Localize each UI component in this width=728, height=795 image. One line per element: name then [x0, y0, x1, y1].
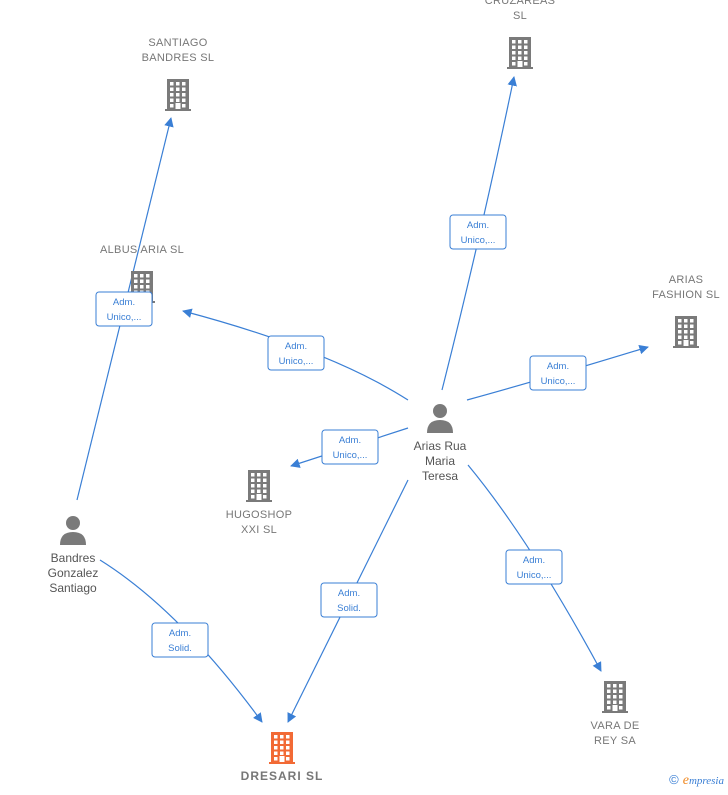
edge-label-text: Adm. [113, 297, 135, 308]
edge-label-text: Adm. [523, 555, 545, 566]
node-hugoshop[interactable]: HUGOSHOP XXI SL [226, 470, 293, 536]
node-label: HUGOSHOP [226, 509, 293, 521]
node-label: ARIAS [669, 274, 704, 286]
node-label: XXI SL [241, 524, 277, 536]
node-label: Gonzalez [48, 566, 99, 580]
edge-label-box [267, 335, 325, 371]
edge-label-box [151, 622, 209, 658]
edge-label-text: Unico,... [107, 312, 142, 323]
node-label: VARA DE [591, 720, 640, 732]
building-icon [246, 470, 272, 502]
edge-label-text: Solid. [168, 643, 192, 654]
building-icon [269, 732, 295, 764]
edge-label-text: Adm. [285, 341, 307, 352]
building-icon [507, 37, 533, 69]
node-santiago_bandres[interactable]: SANTIAGO BANDRES SL [142, 37, 215, 111]
building-icon [673, 316, 699, 348]
node-label: FASHION SL [652, 289, 720, 301]
node-label: ALBUS ARIA SL [100, 244, 184, 256]
node-label: CRUZAREAS [485, 0, 556, 7]
edge-label-box [505, 549, 563, 585]
node-label: Bandres [51, 551, 96, 565]
edge-label-arias_rua-to-hugoshop[interactable]: Adm. Unico,... [321, 429, 379, 465]
edge-label-text: Adm. [339, 435, 361, 446]
edge-label-arias_rua-to-dresari[interactable]: Adm. Solid. [320, 582, 378, 618]
brand-name: mpresia [688, 775, 724, 787]
edge-label-box [320, 582, 378, 618]
node-label: SANTIAGO [148, 37, 207, 49]
node-label: Maria [425, 454, 455, 468]
nodes-layer: SANTIAGO BANDRES SL CRUZAREAS SL ALBUS ARIA … [48, 0, 720, 783]
edge-label-text: Adm. [467, 220, 489, 231]
node-vara_de_rey[interactable]: VARA DE REY SA [591, 681, 640, 747]
edge-label-box [449, 214, 507, 250]
edge-label-box [529, 355, 587, 391]
person-icon [427, 404, 453, 433]
edge-labels-layer: Adm.Unico,...Adm.Solid.Adm.Unico,...Adm.… [95, 214, 587, 658]
edge-label-box [95, 291, 153, 327]
edge-label-text: Unico,... [541, 376, 576, 387]
building-icon [602, 681, 628, 713]
edge-label-bandres_gonzalez-to-dresari[interactable]: Adm. Solid. [151, 622, 209, 658]
node-label: BANDRES SL [142, 52, 215, 64]
edge-label-text: Unico,... [279, 356, 314, 367]
brand-initial: e [682, 773, 689, 788]
edge-label-text: Adm. [338, 588, 360, 599]
edge-label-text: Unico,... [461, 235, 496, 246]
edge-label-arias_rua-to-albus_aria[interactable]: Adm. Unico,... [267, 335, 325, 371]
edge-label-text: Unico,... [517, 570, 552, 581]
edge-label-arias_rua-to-vara_de_rey[interactable]: Adm. Unico,... [505, 549, 563, 585]
node-label: Arias Rua [414, 439, 467, 453]
edge-label-arias_rua-to-cruzareas[interactable]: Adm. Unico,... [449, 214, 507, 250]
edge-label-text: Solid. [337, 603, 361, 614]
node-dresari[interactable]: DRESARI SL [241, 732, 324, 783]
person-icon [60, 516, 86, 545]
building-icon [165, 79, 191, 111]
brand-footer[interactable]: ©empresia [669, 772, 724, 789]
node-label: Santiago [49, 581, 97, 595]
node-cruzareas[interactable]: CRUZAREAS SL [485, 0, 556, 69]
edge-label-text: Adm. [169, 628, 191, 639]
node-arias_fashion[interactable]: ARIAS FASHION SL [652, 274, 720, 348]
edge-label-bandres_gonzalez-to-santiago_bandres[interactable]: Adm. Unico,... [95, 291, 153, 327]
node-label: SL [513, 10, 527, 22]
node-label: DRESARI SL [241, 769, 324, 783]
edge-label-box [321, 429, 379, 465]
node-label: REY SA [594, 735, 636, 747]
copyright-symbol: © [669, 772, 679, 787]
edge-label-arias_rua-to-arias_fashion[interactable]: Adm. Unico,... [529, 355, 587, 391]
node-label: Teresa [422, 469, 458, 483]
edge-label-text: Unico,... [333, 450, 368, 461]
edge-label-text: Adm. [547, 361, 569, 372]
